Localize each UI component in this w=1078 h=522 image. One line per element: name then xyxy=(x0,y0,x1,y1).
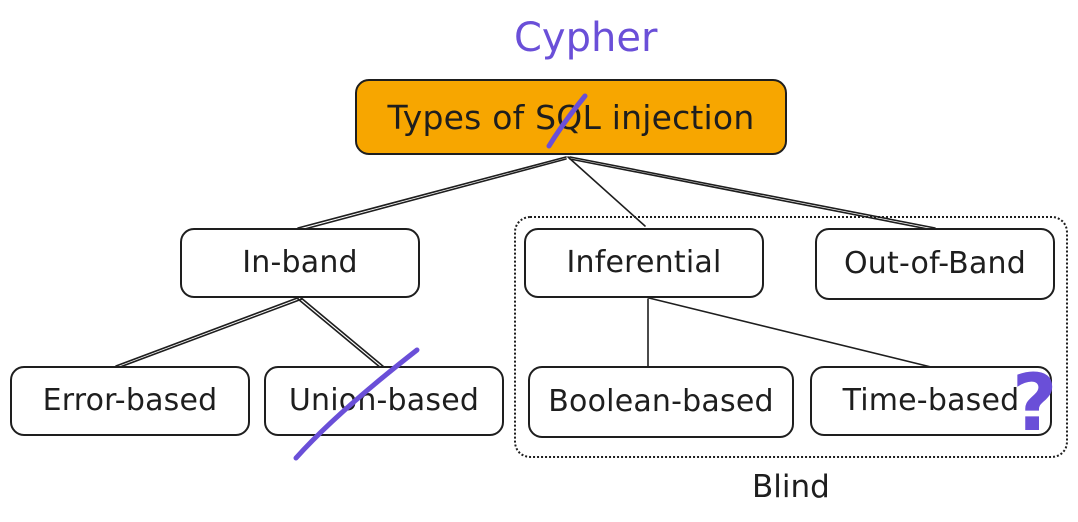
edge-root-inband xyxy=(297,156,567,229)
node-out-of-band: Out-of-Band xyxy=(815,228,1055,300)
edge-root-inband-2 xyxy=(300,158,567,231)
node-in-band-label: In-band xyxy=(242,245,358,280)
node-inferential: Inferential xyxy=(524,228,764,298)
node-boolean-based: Boolean-based xyxy=(528,366,794,438)
blind-group-label: Blind xyxy=(752,469,830,505)
edge-inband-error xyxy=(115,296,301,367)
root-node-types-of-sql-injection: Types of SQL injection xyxy=(355,79,787,155)
cypher-annotation: Cypher xyxy=(514,15,658,61)
edge-inferential-time xyxy=(648,297,932,368)
node-union-based-label: Union-based xyxy=(288,383,480,418)
node-inferential-label: Inferential xyxy=(566,245,722,280)
root-node-label: Types of SQL injection xyxy=(387,97,755,137)
node-boolean-based-label: Boolean-based xyxy=(548,384,774,419)
node-out-of-band-label: Out-of-Band xyxy=(843,246,1027,281)
edge-inband-union xyxy=(299,296,385,368)
edge-root-outofband-2 xyxy=(569,158,934,231)
edge-root-inferential xyxy=(567,156,646,227)
blind-group-box xyxy=(514,216,1068,458)
node-in-band: In-band xyxy=(180,228,420,298)
edge-inband-error-2 xyxy=(119,298,303,368)
edge-inband-union-2 xyxy=(297,298,382,369)
node-union-based: Union-based xyxy=(264,366,504,436)
node-time-based: Time-based xyxy=(810,366,1052,436)
node-time-based-label: Time-based xyxy=(842,383,1020,418)
node-error-based: Error-based xyxy=(10,366,250,436)
node-error-based-label: Error-based xyxy=(42,383,218,418)
